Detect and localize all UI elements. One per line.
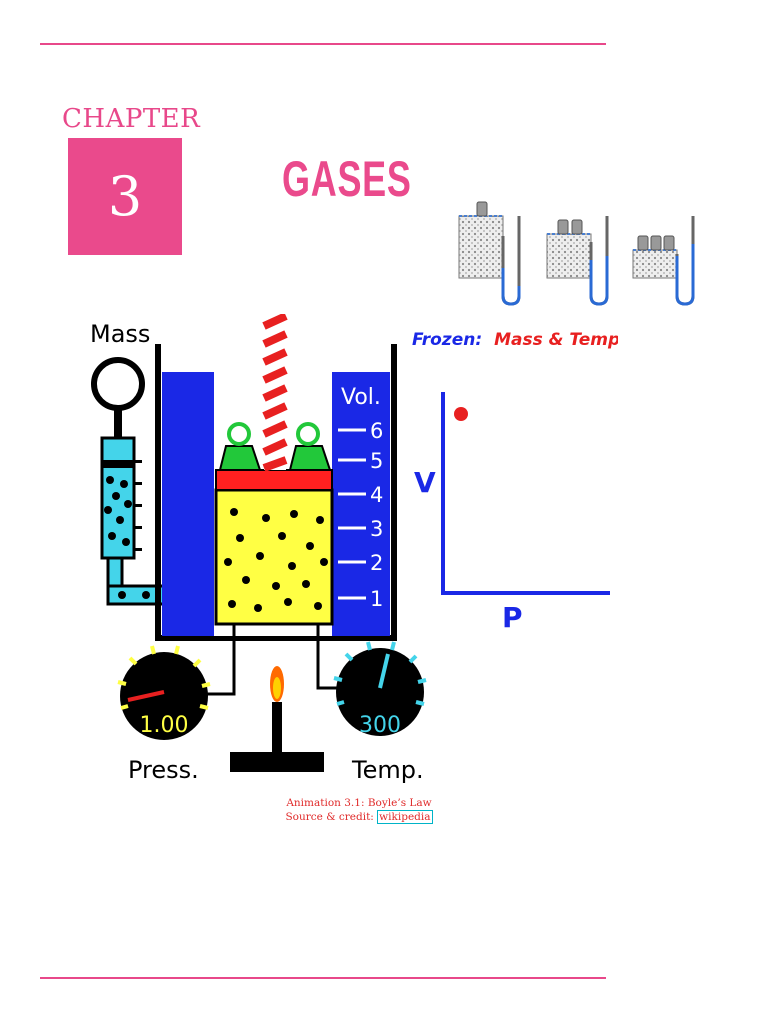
burner (230, 666, 324, 772)
temperature-gauge: 300 (333, 641, 427, 738)
manometer-3 (632, 216, 695, 306)
scale-mark: 5 (370, 449, 383, 473)
mass-label: Mass (90, 320, 150, 348)
axis-p-label: P (502, 601, 523, 634)
tank-wall (155, 344, 397, 641)
data-point (454, 407, 468, 421)
manometer-illustration (458, 201, 695, 306)
wikipedia-link[interactable]: wikipedia (377, 810, 433, 824)
figure-caption: Animation 3.1: Boyle’s Law Source & cred… (200, 796, 518, 824)
pressure-gauge: 1.00 (117, 645, 211, 740)
frozen-label: Frozen: Mass & Temp. (412, 330, 618, 350)
pressure-value: 1.00 (140, 713, 189, 738)
pv-graph: V P (414, 392, 610, 634)
scale-mark: 2 (370, 551, 383, 575)
manometer-1 (458, 201, 521, 306)
chapter-label: CHAPTER (62, 104, 201, 134)
weight-right (288, 422, 332, 471)
chapter-number: 3 (107, 165, 143, 228)
manometer-2 (546, 216, 609, 306)
caption-source-prefix: Source & credit: (285, 811, 378, 823)
pressure-label: Press. (128, 756, 199, 784)
scale-mark: 3 (370, 517, 383, 541)
boyles-law-animation: Mass Vol. 6 5 4 (90, 314, 618, 784)
caption-line-1: Animation 3.1: Boyle’s Law (286, 797, 432, 809)
scale-mark: 1 (370, 587, 383, 611)
scale-mark: 6 (370, 419, 383, 443)
axis-v-label: V (414, 466, 436, 499)
volume-label: Vol. (341, 385, 381, 410)
temperature-value: 300 (359, 713, 401, 738)
temperature-label: Temp. (351, 756, 424, 784)
chapter-number-box: 3 (68, 138, 182, 255)
gas-molecules (224, 508, 328, 612)
chapter-title: GASES (282, 151, 412, 207)
top-rule (40, 43, 606, 45)
bottom-rule (40, 977, 606, 979)
caption-line-2: Source & credit: wikipedia (200, 810, 518, 824)
volume-scale-panel (332, 372, 390, 636)
mass-ring (91, 357, 145, 411)
piston (215, 469, 333, 491)
weight-left (218, 422, 262, 471)
scale-mark: 4 (370, 483, 383, 507)
